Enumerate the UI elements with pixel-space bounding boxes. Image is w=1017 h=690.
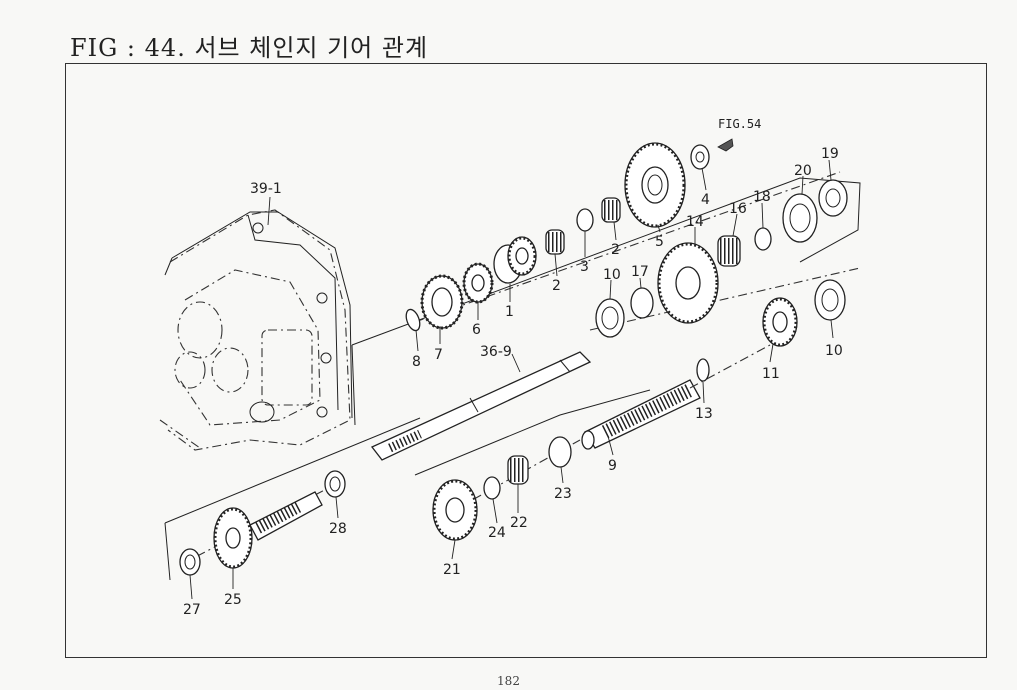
callout-18: 18 — [753, 189, 771, 205]
callout-39-1: 39-1 — [250, 181, 282, 197]
part-25-gear-shaft — [213, 491, 323, 569]
panel-edge — [351, 344, 356, 426]
part-11-gear — [762, 297, 798, 347]
part-36-9-shaft — [370, 351, 592, 461]
lower-shaft-axis — [689, 344, 771, 389]
part-24-ring — [483, 476, 501, 500]
part-10-ball-bearing-upper — [595, 298, 625, 338]
callout-17: 17 — [631, 264, 649, 280]
part-16-needle-bearing — [717, 235, 741, 267]
page-number: 182 — [497, 674, 520, 688]
callout-21: 21 — [443, 562, 461, 578]
callout-2a: 2 — [552, 278, 561, 294]
part-18-ring — [754, 227, 772, 251]
middle-shaft-axis — [589, 267, 861, 331]
part-22-needle-bearing — [507, 455, 529, 485]
callout-13: 13 — [695, 406, 713, 422]
part-1-sleeve — [493, 236, 537, 284]
fig-54-reference-arrow — [717, 138, 734, 152]
callout-10-upper: 10 — [603, 267, 621, 283]
part-7-gear — [420, 274, 464, 330]
callout-5: 5 — [655, 234, 664, 250]
callout-27: 27 — [183, 602, 201, 618]
lower-right-panel-edge — [414, 389, 651, 476]
part-8-snap-ring — [405, 308, 421, 332]
part-10-ball-bearing-lower — [814, 279, 846, 321]
callout-9: 9 — [608, 458, 617, 474]
part-13-snap-ring — [696, 358, 710, 382]
part-27-bearing — [179, 548, 201, 576]
callout-leader-lines — [189, 159, 834, 600]
callout-36-9: 36-9 — [480, 344, 512, 360]
part-20-bearing-cup — [782, 193, 818, 243]
lower-panel-left-edge — [164, 522, 171, 581]
callout-11: 11 — [762, 366, 780, 382]
part-2-needle-bearing-b — [601, 197, 621, 223]
callout-20: 20 — [794, 163, 812, 179]
callout-2b: 2 — [611, 242, 620, 258]
callout-6: 6 — [472, 322, 481, 338]
fig-54-reference-label: FIG.54 — [718, 117, 761, 131]
callout-23: 23 — [554, 486, 572, 502]
callout-24: 24 — [488, 525, 506, 541]
part-21-gear — [432, 479, 478, 541]
callout-10-lower: 10 — [825, 343, 843, 359]
page-title: FIG : 44. 서브 체인지 기어 관계 — [70, 34, 429, 62]
callout-25: 25 — [224, 592, 242, 608]
callout-14: 14 — [686, 214, 704, 230]
callout-16: 16 — [729, 201, 747, 217]
part-3-spacer — [576, 208, 594, 232]
upper-panel-outline — [351, 177, 861, 346]
part-14-large-gear — [657, 242, 719, 324]
part-19-bearing — [818, 179, 848, 217]
part-2-needle-bearing — [545, 229, 565, 255]
callout-7: 7 — [434, 347, 443, 363]
callout-3: 3 — [580, 259, 589, 275]
lower-panel-top-edge — [164, 417, 421, 524]
transmission-case-housing — [159, 209, 353, 451]
callout-22: 22 — [510, 515, 528, 531]
part-17-ring — [630, 287, 654, 319]
callout-4: 4 — [701, 192, 710, 208]
callout-19: 19 — [821, 146, 839, 162]
part-9-splined-shaft — [581, 379, 701, 450]
upper-shaft-axis — [414, 171, 841, 323]
part-6-gear — [462, 262, 494, 304]
diagram-frame — [65, 63, 987, 658]
part-4-thrust-washer — [690, 144, 710, 170]
callout-1: 1 — [505, 304, 514, 320]
part-23-collar — [548, 436, 572, 468]
callout-28: 28 — [329, 521, 347, 537]
callout-8: 8 — [412, 354, 421, 370]
part-5-large-gear — [624, 142, 686, 228]
part-28-bearing — [324, 470, 346, 498]
